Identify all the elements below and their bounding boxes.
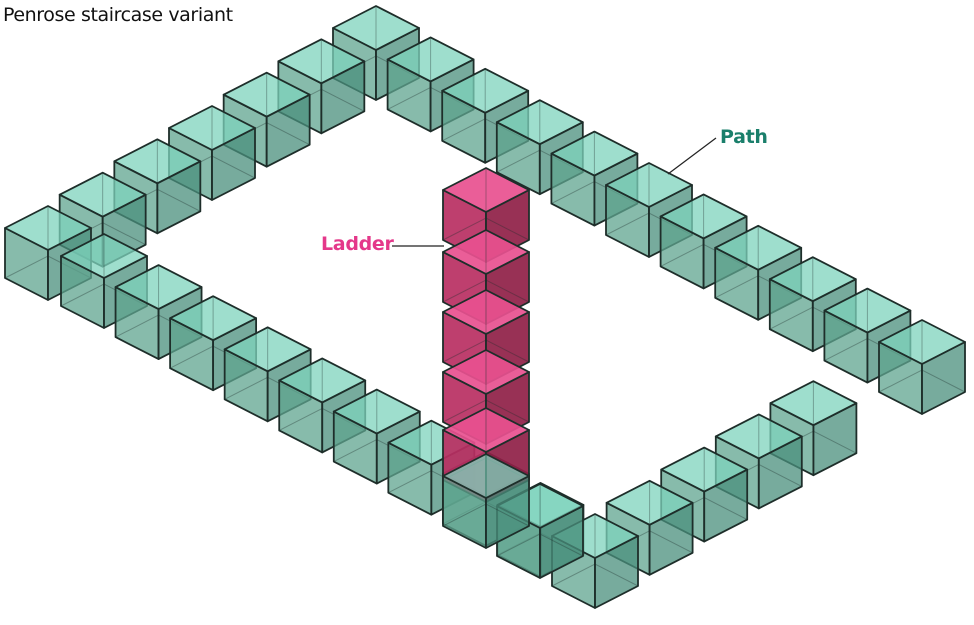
path-leader-line (667, 137, 717, 175)
path-block (332, 388, 421, 485)
ladder-label: Ladder (321, 233, 394, 255)
path-block (878, 319, 966, 415)
path-label: Path (720, 126, 768, 148)
path-block (113, 138, 202, 235)
diagram-title: Penrose staircase variant (3, 4, 233, 26)
path-block (442, 453, 530, 549)
